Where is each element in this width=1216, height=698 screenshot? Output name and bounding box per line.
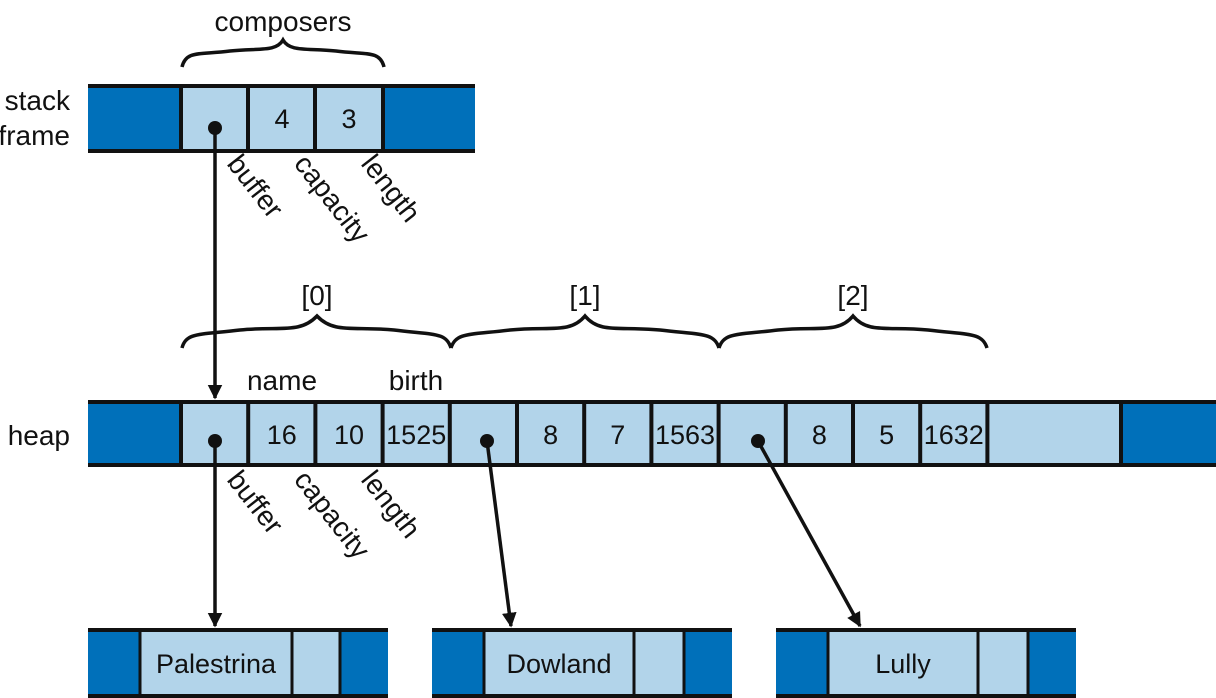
stack-padding-left bbox=[88, 88, 181, 150]
column-label-name: name bbox=[247, 365, 317, 396]
string-spare bbox=[634, 631, 684, 695]
heap-cell bbox=[853, 404, 921, 464]
stack-frame: stack frame 4 3 composers buffer capacit… bbox=[0, 6, 475, 400]
heap-padding-left bbox=[88, 404, 181, 464]
heap-cell bbox=[920, 404, 988, 464]
heap-padding-right bbox=[1121, 404, 1216, 464]
heap-cell-value: 7 bbox=[610, 420, 625, 450]
heap-cell-value: 5 bbox=[879, 420, 894, 450]
stack-cell-capacity bbox=[248, 88, 315, 150]
element-2-label: [2] bbox=[837, 280, 868, 311]
string-text-lully: Lully bbox=[875, 649, 931, 679]
heap-cell bbox=[449, 404, 517, 464]
heap-cell bbox=[517, 404, 585, 464]
heap-cell-value: 1632 bbox=[924, 420, 984, 450]
heap-cell-value: 10 bbox=[334, 420, 364, 450]
string-spare bbox=[978, 631, 1028, 695]
element-0-label: [0] bbox=[301, 280, 332, 311]
stack-capacity-value: 4 bbox=[274, 104, 289, 134]
heap-spare-capacity bbox=[987, 404, 1121, 464]
stack-cell-length bbox=[315, 88, 383, 150]
heap-cell-value: 8 bbox=[812, 420, 827, 450]
string-buffer-palestrina: Palestrina bbox=[88, 628, 388, 698]
composers-brace bbox=[180, 36, 386, 68]
heap-cell bbox=[315, 404, 383, 464]
stack-label-line1: stack bbox=[5, 85, 71, 116]
composers-label: composers bbox=[215, 6, 352, 37]
element-1-label: [1] bbox=[569, 280, 600, 311]
string-0-pointer-dot bbox=[208, 434, 222, 448]
heap-field-buffer: buffer bbox=[221, 465, 289, 540]
string-bytes bbox=[484, 631, 634, 695]
element-1-brace bbox=[449, 313, 721, 349]
heap-cell bbox=[718, 404, 786, 464]
heap-cell bbox=[651, 404, 719, 464]
element-2-brace bbox=[717, 313, 989, 349]
string-2-pointer-dot bbox=[751, 434, 765, 448]
heap-cell bbox=[382, 404, 450, 464]
stack-label-line2: frame bbox=[0, 120, 70, 151]
element-0-brace bbox=[180, 313, 453, 349]
heap-cell-value: 16 bbox=[267, 420, 297, 450]
stack-field-buffer: buffer bbox=[221, 149, 289, 224]
string-2-pointer-arrow bbox=[756, 440, 862, 628]
heap-cell-value: 1525 bbox=[386, 420, 446, 450]
string-padding bbox=[776, 631, 828, 695]
string-spare bbox=[292, 631, 340, 695]
heap-cell bbox=[584, 404, 652, 464]
heap-cell bbox=[785, 404, 853, 464]
string-bytes bbox=[140, 631, 292, 695]
heap-dividers bbox=[179, 402, 1123, 465]
stack-buffer-pointer-dot bbox=[208, 121, 222, 135]
string-text-palestrina: Palestrina bbox=[156, 649, 277, 679]
string-padding bbox=[1028, 631, 1076, 695]
column-label-birth: birth bbox=[389, 365, 443, 396]
string-padding bbox=[684, 631, 732, 695]
string-1-pointer-dot bbox=[480, 434, 494, 448]
heap-cell-value: 1563 bbox=[655, 420, 715, 450]
stack-padding-right bbox=[383, 88, 475, 150]
heap-cells: 16 10 1525 8 7 1563 8 5 1632 bbox=[181, 404, 988, 464]
string-1-pointer-arrow bbox=[485, 440, 517, 628]
string-text-dowland: Dowland bbox=[506, 649, 611, 679]
heap-cell-value: 8 bbox=[543, 420, 558, 450]
string-padding bbox=[88, 631, 140, 695]
string-padding bbox=[340, 631, 388, 695]
heap-region: heap [0] [1] [2] name birth 16 10 1525 8 7 15… bbox=[8, 280, 1216, 628]
heap-cell bbox=[248, 404, 316, 464]
heap-label: heap bbox=[8, 420, 70, 451]
string-bytes bbox=[828, 631, 978, 695]
string-padding bbox=[432, 631, 484, 695]
string-buffer-dowland: Dowland bbox=[432, 628, 732, 698]
string-buffer-lully: Lully bbox=[776, 628, 1076, 698]
stack-length-value: 3 bbox=[341, 104, 356, 134]
